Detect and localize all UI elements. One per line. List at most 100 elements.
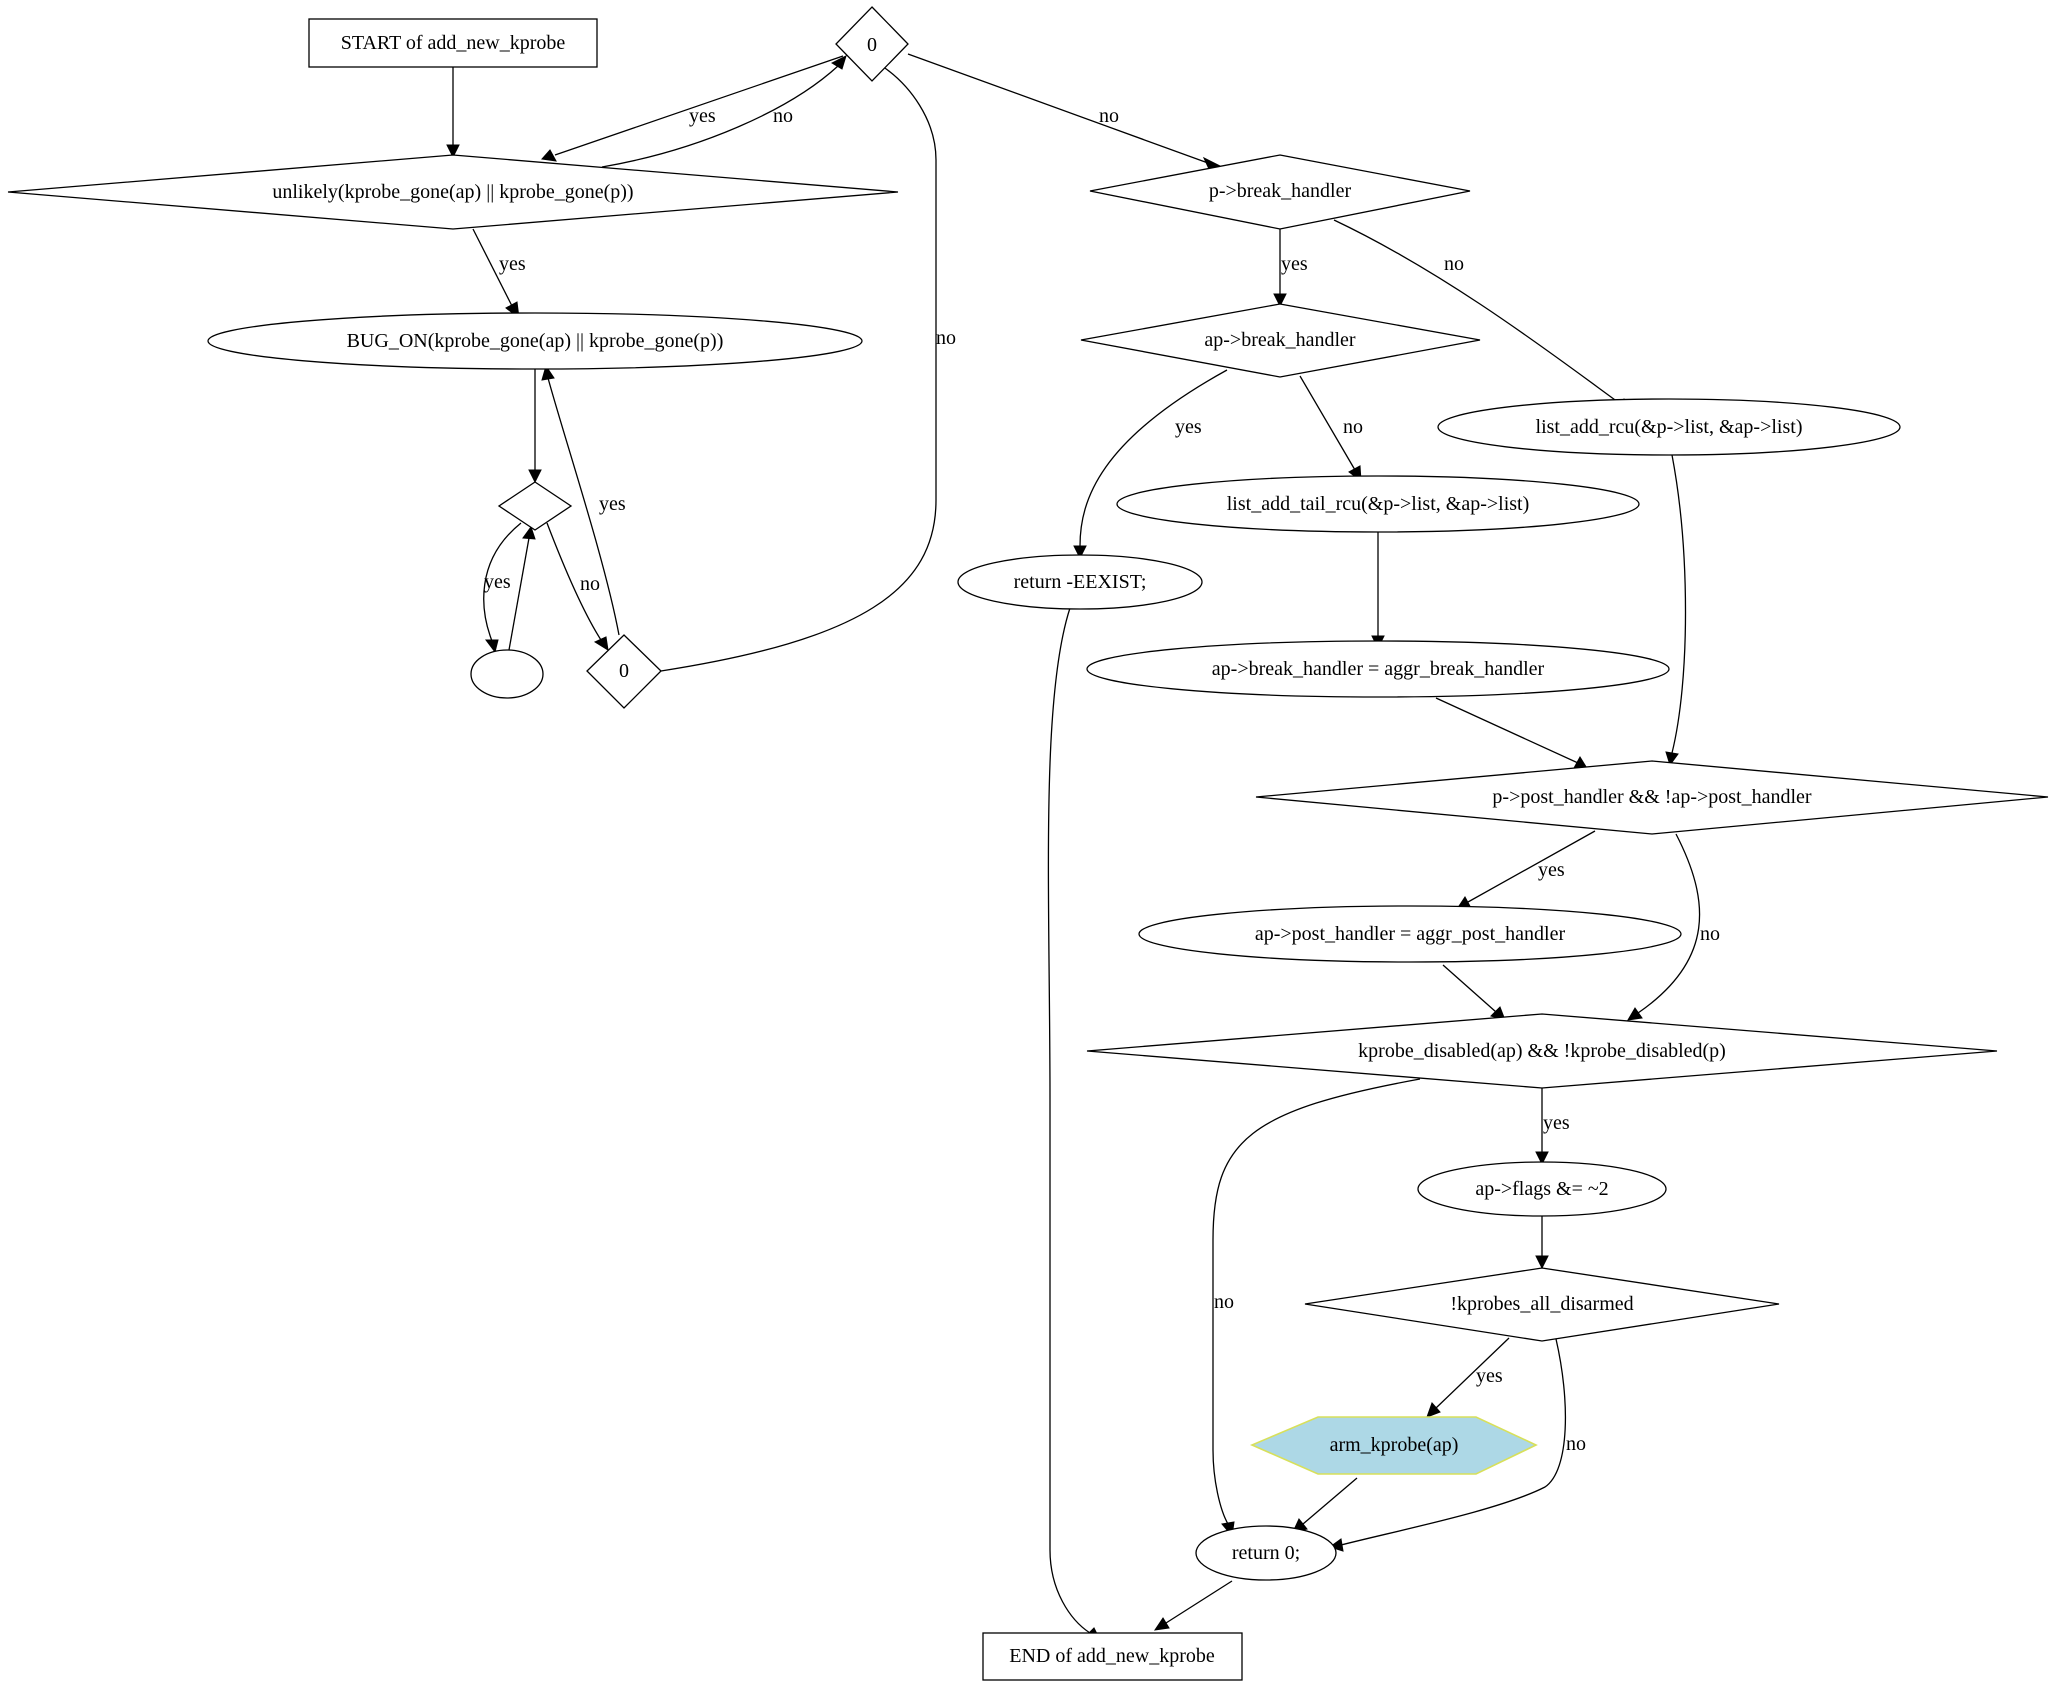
ap-break-assign-node: ap->break_handler = aggr_break_handler (1086, 640, 1670, 698)
decision-zero-top-label: 0 (867, 34, 877, 56)
arrow-head (1535, 1151, 1549, 1166)
decision-disabled-shape (1086, 1013, 1998, 1089)
decision-disarmed-shape (1304, 1267, 1780, 1342)
edge-label-post-yes: yes (1538, 859, 1565, 881)
edge-label-disarmed-no: no (1566, 1433, 1586, 1455)
edge-small-to-ellipse (483, 522, 522, 642)
decision-small (497, 481, 573, 531)
edge-disarmed-to-arm (1435, 1337, 1510, 1409)
edge-label-small-yes: yes (484, 571, 511, 593)
decision-zero-top-shape (835, 6, 909, 82)
arrow-head (528, 469, 542, 484)
edge-ap-break-to-list-add-tail (1299, 375, 1356, 471)
arrow-head (1273, 293, 1287, 308)
empty-ellipse-node (470, 649, 544, 699)
edge-zero-low-to-bug-on (547, 377, 620, 636)
edge-label-unlikely-yes: yes (499, 253, 526, 275)
edge-unlikely-to-zero-top (601, 65, 839, 168)
edge-small-to-zero-low (546, 522, 602, 641)
flags-node: ap->flags &= ~2 (1417, 1161, 1667, 1217)
ap-post-assign-node: ap->post_handler = aggr_post_handler (1138, 905, 1682, 963)
return-0-shape (1195, 1525, 1337, 1581)
decision-p-break-label: p->break_handler (1209, 180, 1352, 202)
end-box (982, 1632, 1243, 1681)
decision-unlikely: unlikely(kprobe_gone(ap) || kprobe_gone(… (7, 154, 899, 230)
edge-ap-break-assign-to-post (1435, 697, 1579, 764)
edge-label-zero-top-no: no (1099, 105, 1119, 127)
arrow-head (541, 149, 557, 162)
decision-zero-top: 0 (835, 6, 909, 82)
list-add-tail-shape (1116, 475, 1640, 533)
arrow-head (1627, 1007, 1643, 1021)
edge-label-disabled-no: no (1214, 1291, 1234, 1313)
edge-ap-post-assign-to-disabled (1442, 964, 1497, 1013)
return-0-label: return 0; (1232, 1542, 1300, 1564)
decision-post-label: p->post_handler && !ap->post_handler (1492, 786, 1811, 808)
edge-eexist-to-end (1047, 607, 1091, 1634)
arrow-head (593, 636, 609, 651)
arrow-head (522, 525, 536, 540)
edge-disarmed-to-return-0 (1340, 1338, 1567, 1546)
decision-disabled: kprobe_disabled(ap) && !kprobe_disabled(… (1086, 1013, 1998, 1089)
arrow-head (1073, 545, 1087, 560)
arrow-head (1426, 1402, 1441, 1418)
edge-label-unlikely-no: no (773, 105, 793, 127)
list-add-rcu-shape (1437, 398, 1901, 456)
edge-post-to-ap-post-assign (1467, 830, 1596, 903)
nodes: START of add_new_kprobe 0 unlikely(kprob… (7, 6, 2049, 1681)
edge-zero-top-to-unlikely (554, 55, 844, 156)
edge-label-disarmed-yes: yes (1476, 1365, 1503, 1387)
edge-label-ap-break-yes: yes (1175, 416, 1202, 438)
decision-p-break-shape (1089, 154, 1471, 230)
arm-kprobe-shape (1249, 1416, 1538, 1475)
list-add-rcu-node: list_add_rcu(&p->list, &ap->list) (1437, 398, 1901, 456)
edge-label-disabled-yes: yes (1543, 1112, 1570, 1134)
edge-post-to-disabled-no (1637, 833, 1701, 1014)
decision-unlikely-shape (7, 154, 899, 230)
decision-disabled-label: kprobe_disabled(ap) && !kprobe_disabled(… (1358, 1040, 1726, 1062)
arrow-head (446, 144, 460, 159)
return-0-node: return 0; (1195, 1525, 1337, 1581)
edge-label-p-break-yes: yes (1281, 253, 1308, 275)
edges: yes no no yes yes no yes no (446, 53, 1720, 1641)
edge-zero-low-to-zero-top (660, 65, 937, 672)
decision-unlikely-label: unlikely(kprobe_gone(ap) || kprobe_gone(… (272, 181, 633, 203)
list-add-tail-node: list_add_tail_rcu(&p->list, &ap->list) (1116, 475, 1640, 533)
bug-on-shape (207, 312, 863, 370)
edge-list-add-rcu-to-post (1671, 454, 1687, 754)
edge-label-zero-top-yes: yes (689, 105, 716, 127)
edge-ap-break-to-eexist (1079, 369, 1228, 547)
ap-post-assign-label: ap->post_handler = aggr_post_handler (1255, 923, 1566, 945)
decision-ap-break-label: ap->break_handler (1204, 329, 1356, 351)
decision-zero-low: 0 (586, 634, 662, 709)
edge-label-post-no: no (1700, 923, 1720, 945)
decision-disarmed: !kprobes_all_disarmed (1304, 1267, 1780, 1342)
list-add-rcu-label: list_add_rcu(&p->list, &ap->list) (1536, 416, 1803, 438)
end-node: END of add_new_kprobe (982, 1632, 1243, 1681)
start-label: START of add_new_kprobe (341, 32, 566, 54)
return-eexist-node: return -EEXIST; (957, 554, 1203, 610)
empty-ellipse-shape (470, 649, 544, 699)
arrow-head (1665, 751, 1679, 767)
edge-p-break-to-list-add-rcu (1333, 219, 1623, 406)
edge-disabled-to-return-0 (1212, 1078, 1421, 1525)
list-add-tail-label: list_add_tail_rcu(&p->list, &ap->list) (1227, 493, 1530, 515)
decision-post-shape (1255, 760, 2049, 835)
ap-break-assign-shape (1086, 640, 1670, 698)
decision-p-break: p->break_handler (1089, 154, 1471, 230)
arm-kprobe-label: arm_kprobe(ap) (1330, 1434, 1459, 1456)
edge-label-p-break-no: no (1444, 253, 1464, 275)
decision-zero-low-shape (586, 634, 662, 709)
edge-ellipse-to-small (508, 537, 530, 651)
arrow-head (485, 639, 499, 654)
edge-return-0-to-end (1165, 1580, 1233, 1624)
bug-on-node: BUG_ON(kprobe_gone(ap) || kprobe_gone(p)… (207, 312, 863, 370)
edge-label-ap-break-no: no (1343, 416, 1363, 438)
flags-label: ap->flags &= ~2 (1475, 1178, 1608, 1200)
decision-post: p->post_handler && !ap->post_handler (1255, 760, 2049, 835)
edge-arm-to-return-0 (1302, 1477, 1358, 1525)
start-box (308, 18, 598, 68)
decision-ap-break: ap->break_handler (1080, 303, 1481, 378)
edge-label-small-no: no (580, 573, 600, 595)
